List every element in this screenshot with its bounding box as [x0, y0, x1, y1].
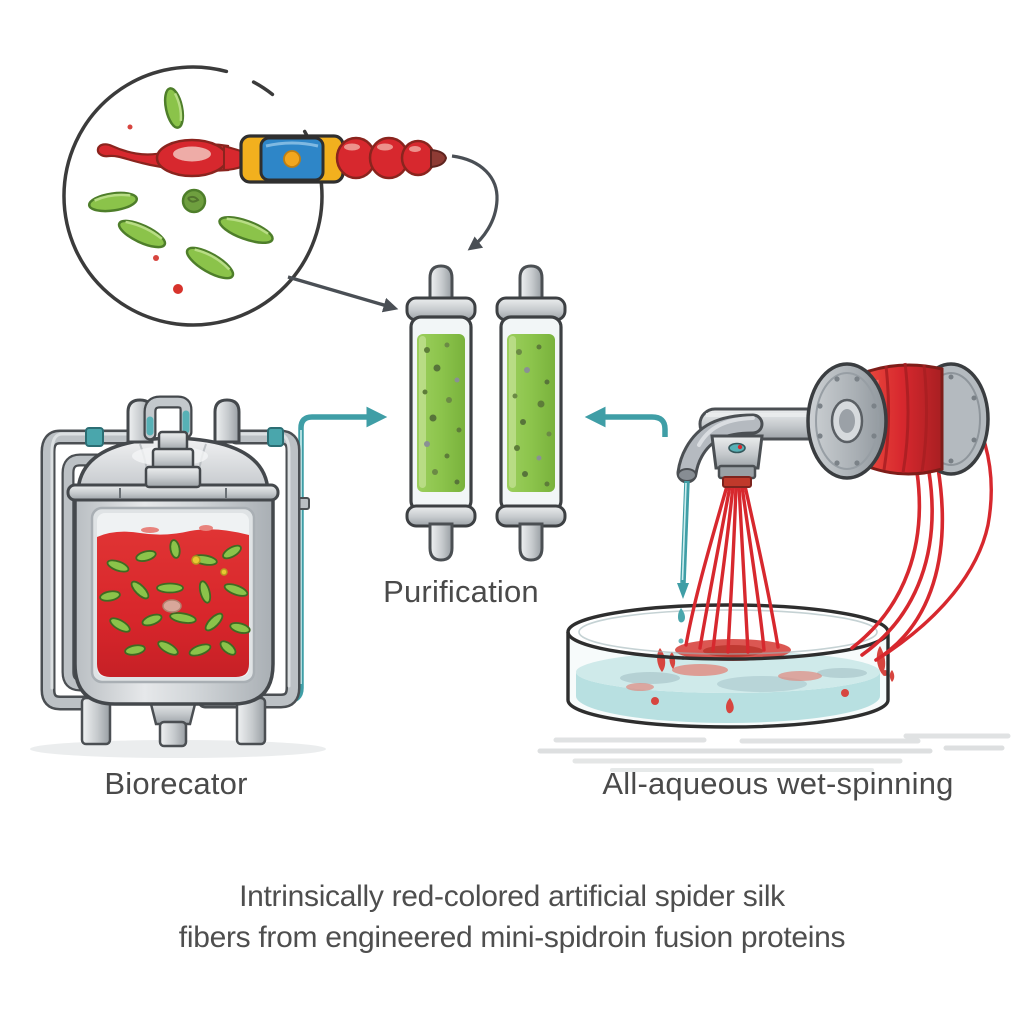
bioreactor-window [90, 506, 256, 684]
buffer-droplet [678, 608, 685, 623]
buffer-drip-tube [677, 480, 690, 623]
bath-wall [566, 632, 890, 729]
column-1-speckles [422, 342, 462, 485]
bacteria-in-broth [99, 539, 251, 657]
purification-column-2 [495, 264, 567, 562]
take-up-spool [698, 362, 990, 480]
bioreactor-top-ports [126, 395, 241, 489]
label-wet-spinning: All-aqueous wet-spinning [602, 766, 954, 801]
construct-tip [430, 148, 448, 169]
bath-streaks [620, 664, 888, 714]
bioreactor-right-pipes [197, 427, 301, 709]
label-purification: Purification [383, 574, 539, 609]
bath-liquid [576, 672, 880, 723]
caption-line-1: Intrinsically red-colored artificial spi… [239, 880, 785, 913]
inset-to-column-arrow [287, 275, 399, 313]
magnified-inset [62, 65, 499, 327]
cassette-orange-dot [283, 150, 301, 168]
bioreactor-tank [40, 395, 388, 748]
nozzle-red-ring [722, 476, 752, 488]
label-bioreactor: Biorecator [104, 766, 248, 801]
spidroin-construct [96, 134, 448, 184]
spinneret-nozzle [676, 413, 764, 623]
caption-line-2: fibers from engineered mini-spidroin fus… [178, 921, 846, 954]
flow-arrow-spinneret-to-purification [584, 406, 668, 437]
silk-fibers [684, 374, 993, 662]
construct-to-column-arrow [451, 154, 499, 251]
bioreactor-left-pipes [40, 427, 138, 711]
bacteria-in-inset [87, 87, 274, 280]
inset-circle [62, 65, 324, 327]
bioreactor-feed-elbow [143, 395, 193, 441]
purification-column-1 [405, 264, 477, 562]
column-2-speckles [512, 344, 552, 487]
figure-caption: Intrinsically red-colored artificial spi… [0, 876, 1024, 958]
coagulation-bath [566, 603, 895, 729]
